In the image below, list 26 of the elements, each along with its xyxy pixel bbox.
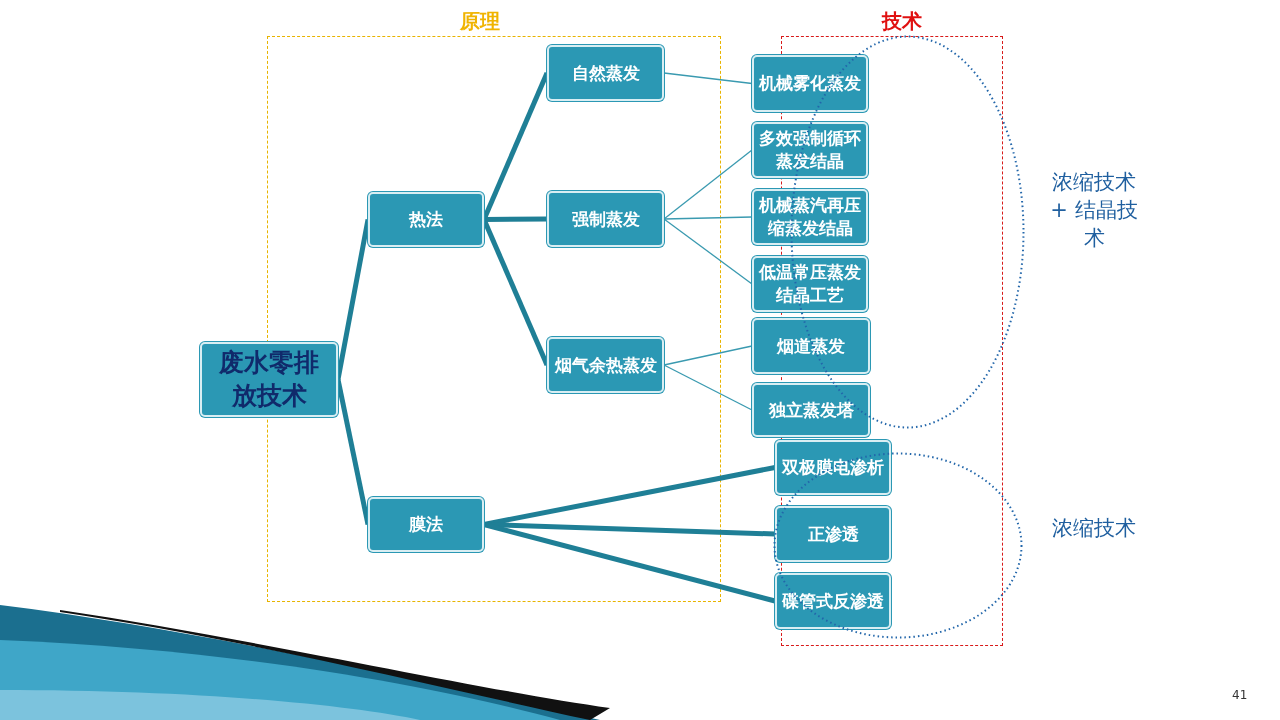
process-box: 独立蒸发塔 (752, 383, 870, 437)
connector-line (483, 522, 776, 537)
process-box: 烟气余热蒸发 (547, 337, 664, 393)
process-box: 烟道蒸发 (752, 318, 870, 374)
connector-line (663, 216, 753, 220)
connector-line (663, 72, 753, 85)
note-text: 浓缩技术 (1051, 515, 1137, 542)
page-number: 41 (1232, 688, 1248, 702)
process-box: 热法 (368, 192, 484, 247)
root-box: 废水零排放技术 (200, 342, 338, 417)
process-box: 多效强制循环蒸发结晶 (752, 122, 868, 178)
process-box: 低温常压蒸发结晶工艺 (752, 256, 868, 312)
region-title: 技术 (880, 8, 923, 34)
region-title: 原理 (459, 8, 501, 34)
process-box: 强制蒸发 (547, 191, 664, 247)
process-box: 膜法 (368, 497, 484, 552)
process-box: 机械蒸汽再压缩蒸发结晶 (752, 189, 868, 245)
connector-line (663, 364, 753, 411)
dotted-ellipse (773, 452, 1023, 639)
note-text: 浓缩技术 + 结晶技术 (1049, 169, 1139, 252)
connector-line (484, 216, 547, 222)
connector-line (663, 218, 753, 285)
process-box: 自然蒸发 (547, 45, 664, 101)
process-box: 机械雾化蒸发 (752, 55, 868, 112)
connector-line (663, 149, 753, 220)
connector-line (663, 345, 753, 366)
